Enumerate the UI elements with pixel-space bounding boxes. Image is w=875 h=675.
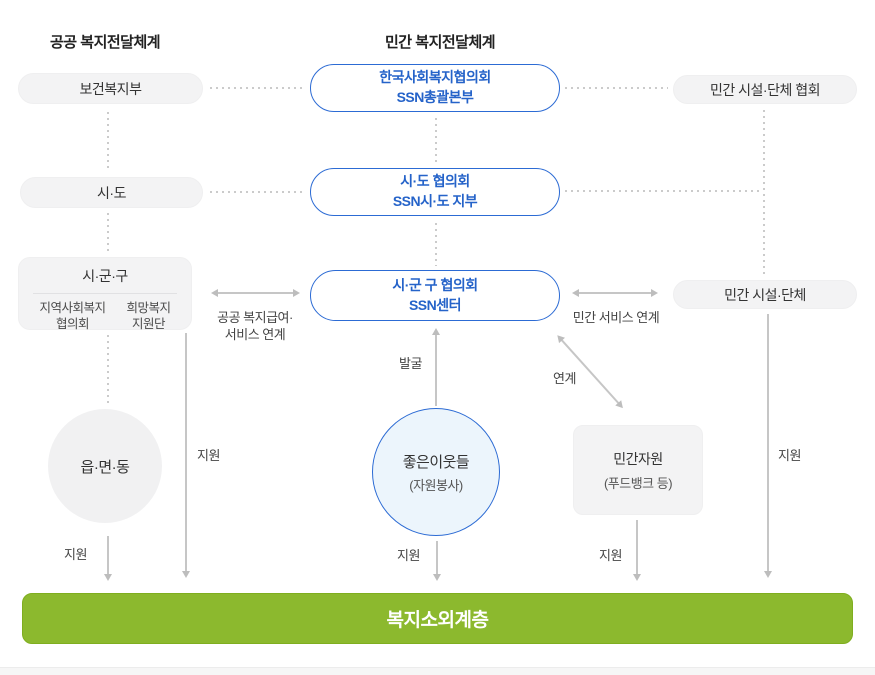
dotted-link-kncsw-sidocouncil bbox=[435, 118, 437, 163]
dotted-link-assoc-org bbox=[763, 110, 765, 276]
dotted-link-mohw-kncsw bbox=[210, 87, 305, 89]
label-discover: 발굴 bbox=[399, 356, 422, 371]
arrowhead-down-icon bbox=[433, 574, 441, 581]
node-eupmyeondong: 읍·면·동 bbox=[48, 409, 162, 523]
arrowhead-down-icon bbox=[633, 574, 641, 581]
dotted-link-sigungu-eup bbox=[107, 335, 109, 405]
sigungu-sub-hope-welfare: 희망복지 지원단 bbox=[126, 301, 171, 332]
label-public-service-link: 공공 복지급여· 서비스 연계 bbox=[217, 310, 293, 342]
arrowhead-left-icon bbox=[572, 288, 579, 297]
label-support-eup: 지원 bbox=[64, 547, 87, 562]
node-good-neighbors: 좋은이웃들 (자원봉사) bbox=[372, 408, 500, 536]
good-neighbors-sub: (자원봉사) bbox=[409, 477, 463, 493]
dotted-link-sidocouncil-sigunguc bbox=[435, 223, 437, 266]
arrowhead-down-icon bbox=[104, 574, 112, 581]
label-support-good-neighbors: 지원 bbox=[397, 548, 420, 563]
private-column-header: 민간 복지전달체계 bbox=[385, 34, 496, 51]
node-sigungu: 시·군·구 지역사회복지 협의회 희망복지 지원단 bbox=[18, 257, 192, 332]
dotted-link-sido-sigungu bbox=[107, 213, 109, 253]
node-private-assoc: 민간 시설·단체 협회 bbox=[673, 75, 857, 104]
node-kncsw-ssn-hq: 한국사회복지협의회 SSN총괄본부 bbox=[310, 64, 560, 112]
sigungu-title: 시·군·구 bbox=[82, 268, 128, 284]
label-support-resources: 지원 bbox=[599, 548, 622, 563]
dotted-link-kncsw-assoc bbox=[565, 87, 668, 89]
arrowhead-right-icon bbox=[293, 288, 300, 297]
node-sido: 시·도 bbox=[20, 177, 203, 208]
node-private-org: 민간 시설·단체 bbox=[673, 280, 857, 309]
label-private-service-link: 민간 서비스 연계 bbox=[572, 310, 660, 325]
bottom-bar-welfare-marginalized: 복지소외계층 bbox=[22, 593, 853, 644]
bottom-strip bbox=[0, 667, 875, 675]
dotted-link-sido-sidocouncil bbox=[210, 191, 305, 193]
dotted-link-mohw-sido bbox=[107, 112, 109, 172]
node-private-resources: 민간자원 (푸드뱅크 등) bbox=[573, 425, 703, 515]
good-neighbors-name: 좋은이웃들 bbox=[402, 453, 470, 471]
node-mohw: 보건복지부 bbox=[18, 73, 203, 104]
sigungu-sub-community-council: 지역사회복지 협의회 bbox=[39, 301, 106, 332]
arrowhead-right-icon bbox=[651, 288, 658, 297]
sigungu-divider bbox=[33, 293, 177, 294]
arrowhead-down-icon bbox=[182, 571, 190, 578]
label-support-private-org: 지원 bbox=[778, 448, 801, 463]
node-sigungu-council-ssn: 시·군 구 협의회 SSN센터 bbox=[310, 270, 560, 321]
label-link: 연계 bbox=[553, 371, 576, 386]
arrowhead-left-icon bbox=[211, 288, 218, 297]
label-support-sigungu: 지원 bbox=[197, 448, 220, 463]
arrowhead-up-icon bbox=[432, 328, 440, 335]
node-sido-council-ssn: 시·도 협의회 SSN시·도 지부 bbox=[310, 168, 560, 216]
private-resources-sub: (푸드뱅크 등) bbox=[603, 475, 673, 491]
private-resources-name: 민간자원 bbox=[613, 450, 663, 467]
arrowhead-down-icon bbox=[764, 571, 772, 578]
public-column-header: 공공 복지전달체계 bbox=[50, 34, 161, 51]
dotted-link-sidocouncil-right bbox=[565, 190, 763, 192]
